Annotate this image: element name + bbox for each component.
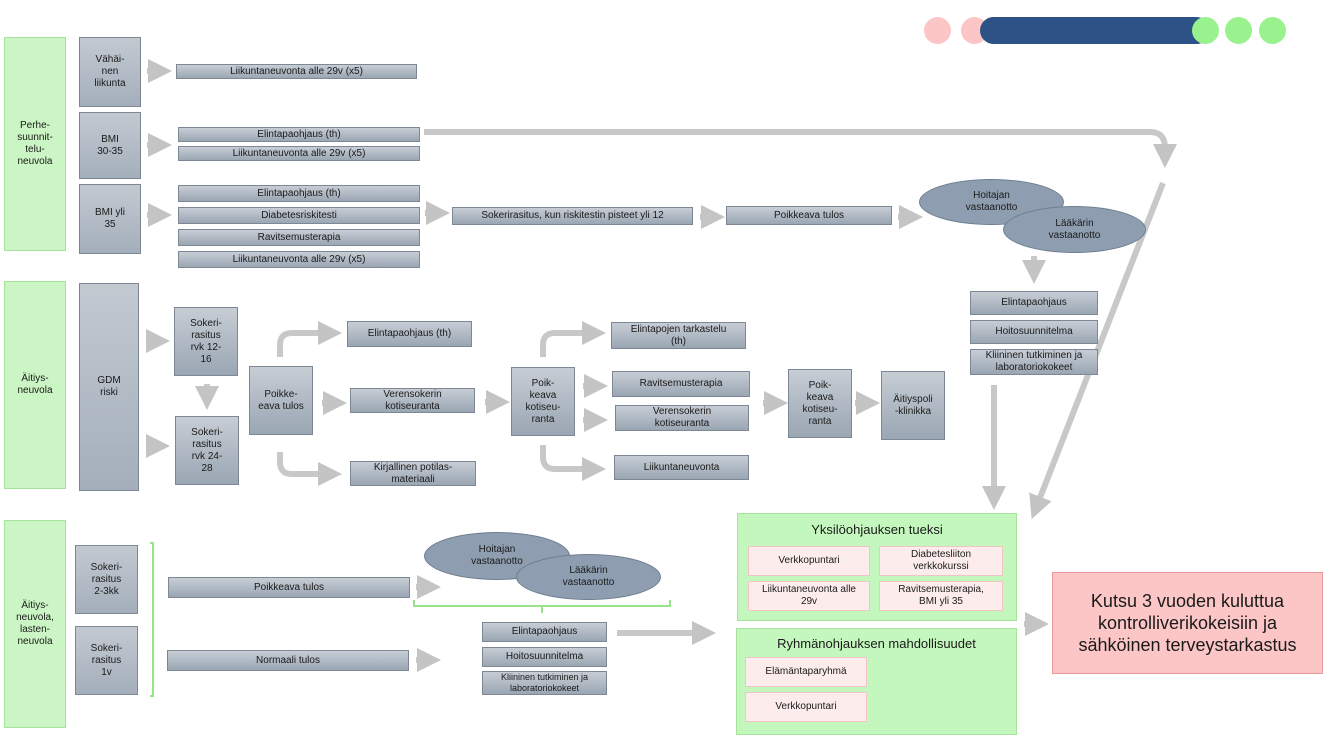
row2-action-1: Elintapaohjaus (th) (178, 127, 420, 142)
gdm-test-rvk-24-28: Sokeri- rasitus rvk 24- 28 (175, 416, 239, 485)
group-guidance-panel: Ryhmänohjauksen mahdollisuudet Elämäntap… (736, 628, 1017, 735)
individual-item-3: Liikuntaneuvonta alle 29v (748, 581, 870, 611)
decor-dot-green-1 (1192, 17, 1219, 44)
row3-doctor-appointment: Lääkärin vastaanotto (1003, 206, 1146, 253)
risk-bmi-yli-35: BMI yli 35 (79, 184, 141, 254)
individual-item-2: Diabetesliiton verkkokurssi (879, 546, 1003, 576)
row3-action-1: Elintapaohjaus (th) (178, 185, 420, 202)
final-invitation: Kutsu 3 vuoden kuluttua kontrolliverikok… (1052, 572, 1323, 674)
decor-progress-bar (980, 17, 1210, 44)
postpartum-followup-2: Hoitosuunnitelma (482, 647, 607, 667)
decor-dot-green-2 (1225, 17, 1252, 44)
gdm-maternity-clinic: Äitiyspoli -klinikka (881, 371, 945, 440)
gdm-branch-3: Kirjallinen potilas- materiaali (350, 461, 476, 486)
individual-guidance-title: Yksilöohjauksen tueksi (811, 522, 943, 537)
row3-sugar-test: Sokerirasitus, kun riskitestin pisteet y… (452, 207, 693, 225)
gdm-branch2-1: Elintapojen tarkastelu (th) (611, 322, 746, 349)
gdm-branch-2: Verensokerin kotiseuranta (350, 388, 475, 413)
gdm-abnormal-home-2: Poik- keava kotiseu- ranta (788, 369, 852, 438)
risk-vahainen-liikunta: Vähäi- nen liikunta (79, 37, 141, 107)
row3-action-4: Liikuntaneuvonta alle 29v (x5) (178, 251, 420, 268)
postpartum-abnormal-result: Poikkeava tulos (168, 577, 410, 598)
category-perhesuunnittelu: Perhe- suunnit- telu- neuvola (4, 37, 66, 251)
individual-item-4: Ravitsemusterapia, BMI yli 35 (879, 581, 1003, 611)
postpartum-doctor-appointment: Lääkärin vastaanotto (516, 554, 661, 600)
gdm-abnormal-result: Poikke- eava tulos (249, 366, 313, 435)
postpartum-nurse-appointment: Hoitajan vastaanotto (424, 532, 570, 580)
row3-followup-3: Kliininen tutkiminen ja laboratoriokokee… (970, 349, 1098, 375)
postpartum-test-2-3kk: Sokeri- rasitus 2-3kk (75, 545, 138, 614)
gdm-branch-1: Elintapaohjaus (th) (347, 321, 472, 347)
row3-action-3: Ravitsemusterapia (178, 229, 420, 246)
row3-followup-2: Hoitosuunnitelma (970, 320, 1098, 344)
risk-gdm: GDM riski (79, 283, 139, 491)
group-item-2: Verkkopuntari (745, 692, 867, 722)
postpartum-followup-3: Kliininen tutkiminen ja laboratoriokokee… (482, 671, 607, 695)
group-item-1: Elämäntaparyhmä (745, 657, 867, 687)
group-guidance-title: Ryhmänohjauksen mahdollisuudet (777, 636, 976, 651)
row3-abnormal-result: Poikkeava tulos (726, 206, 892, 225)
postpartum-normal-result: Normaali tulos (167, 650, 409, 671)
decor-dot-green-3 (1259, 17, 1286, 44)
row1-action: Liikuntaneuvonta alle 29v (x5) (176, 64, 417, 79)
gdm-test-rvk-12-16: Sokeri- rasitus rvk 12- 16 (174, 307, 238, 376)
gdm-branch2-2: Ravitsemusterapia (612, 371, 750, 397)
individual-item-1: Verkkopuntari (748, 546, 870, 576)
individual-guidance-panel: Yksilöohjauksen tueksi Verkkopuntari Dia… (737, 513, 1017, 621)
category-aitiysneuvola: Äitiys- neuvola (4, 281, 66, 489)
postpartum-followup-1: Elintapaohjaus (482, 622, 607, 642)
gdm-branch2-3: Verensokerin kotiseuranta (615, 405, 749, 431)
row2-action-2: Liikuntaneuvonta alle 29v (x5) (178, 146, 420, 161)
row3-followup-1: Elintapaohjaus (970, 291, 1098, 315)
category-aitiys-lastenneuvola: Äitiys- neuvola, lasten- neuvola (4, 520, 66, 728)
gdm-abnormal-home-1: Poik- keava kotiseu- ranta (511, 367, 575, 436)
decor-dot-pink-1 (924, 17, 951, 44)
postpartum-test-1v: Sokeri- rasitus 1v (75, 626, 138, 695)
risk-bmi-30-35: BMI 30-35 (79, 112, 141, 179)
row3-action-2: Diabetesriskitesti (178, 207, 420, 224)
gdm-branch2-4: Liikuntaneuvonta (614, 455, 749, 480)
